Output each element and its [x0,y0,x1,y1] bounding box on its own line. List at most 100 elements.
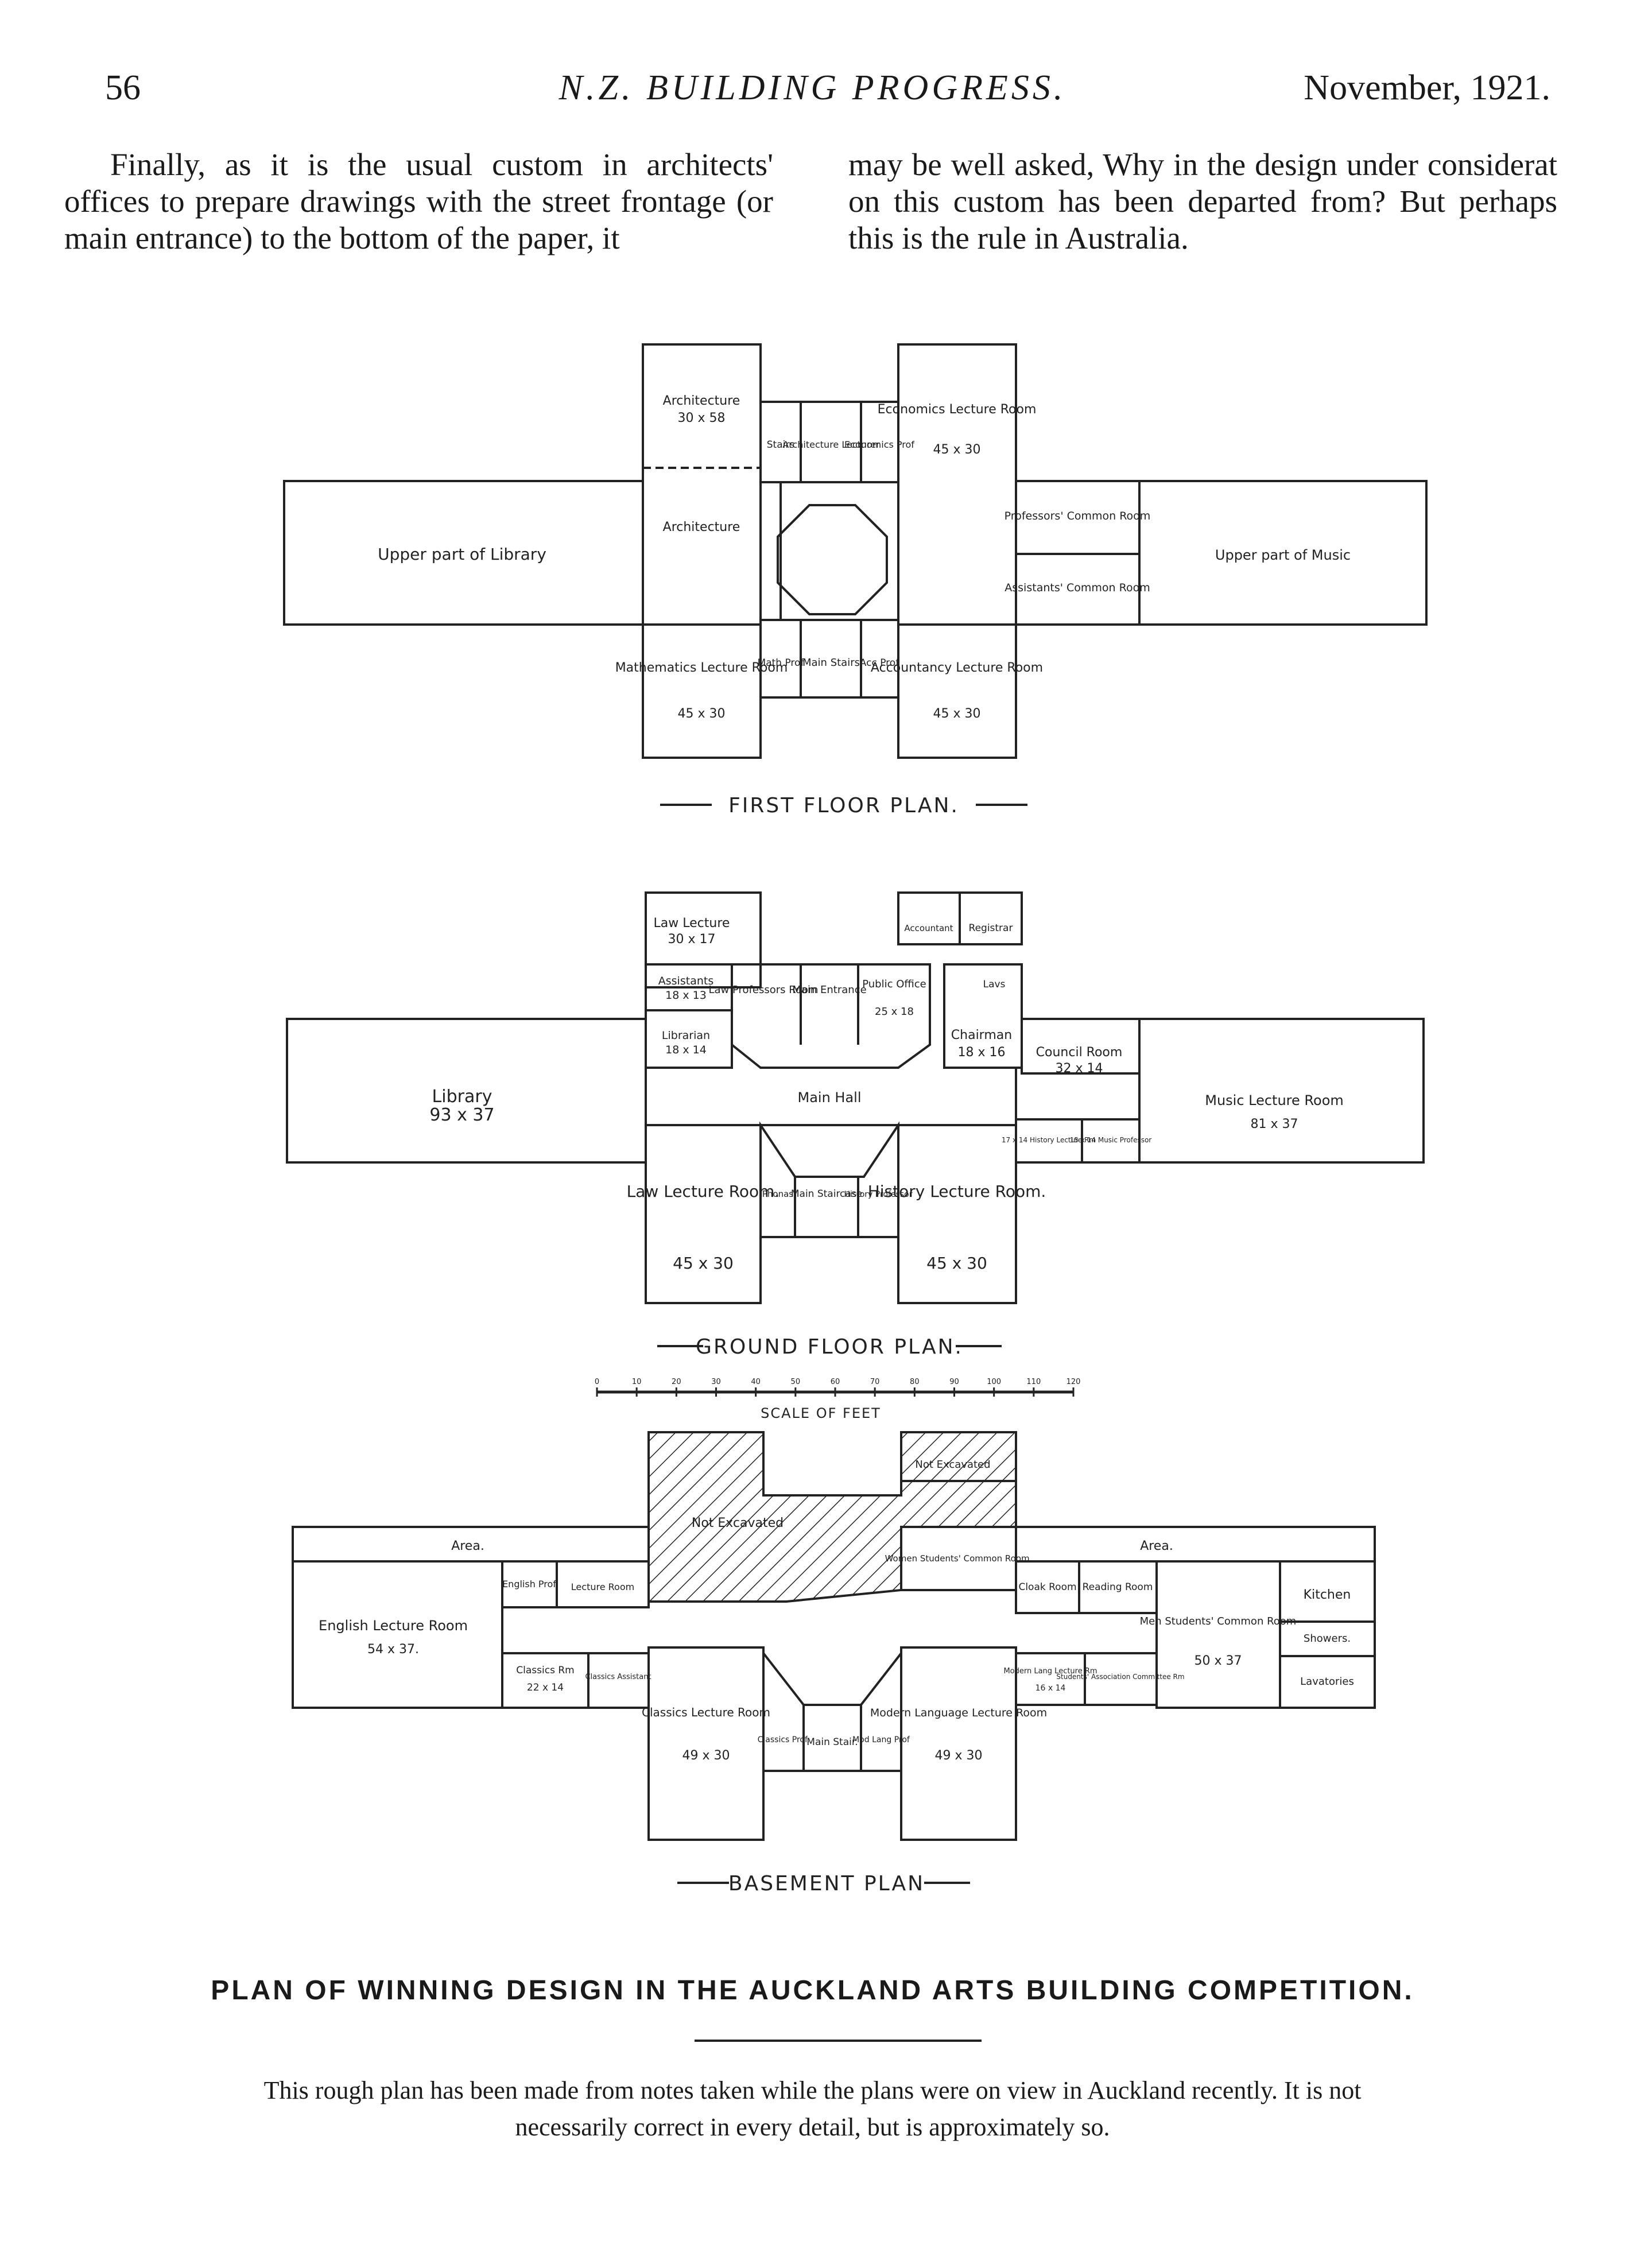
room-label: Classics Rm [516,1665,574,1676]
room-label: Students' Association Committee Rm [1056,1673,1184,1681]
body-text-right-column: may be well asked, Why in the design und… [848,147,1557,255]
scale-tick-label: 50 [791,1378,801,1386]
room-label: Women Students' Common Room. [885,1553,1033,1564]
room-size: 18 x 14 [665,1044,707,1056]
room-size: 32 x 14 [1056,1061,1103,1076]
room-size: 25 x 18 [875,1006,914,1018]
room-label: Public Office [862,978,926,990]
room-label: Lavs [983,979,1006,990]
scale-tick-label: 0 [595,1378,599,1386]
room-size: 45 x 30 [933,443,981,457]
issue-date: November, 1921. [1304,68,1550,107]
room-label: Cloak Room [1018,1581,1076,1593]
body-text-left-column: Finally, as it is the usual custom in ar… [64,147,773,255]
room-label: History Professor [844,1190,913,1199]
room-size: 45 x 30 [673,1254,734,1273]
room-label: Architecture [663,520,740,534]
ground-floor-plan: Law Lecture 30 x 17 Accountant Registrar… [286,891,1425,1359]
room-label: Economics Prof [844,439,914,450]
figure-note: This rough plan has been made from notes… [263,2076,1362,2141]
room-label: Economics Lecture Room [878,402,1037,417]
room-label: Area. [1140,1539,1173,1553]
basement-plan-title: BASEMENT PLAN [728,1872,925,1895]
room-size: 45 x 30 [926,1254,987,1273]
basement-plan: Not Excavated Not Excavated Area. Area. … [292,1431,1376,1895]
scale-tick-label: 90 [949,1378,959,1386]
room-size: 81 x 37 [1251,1117,1298,1131]
first-floor-plan: Architecture 30 x 58 Stairs Architecture… [283,343,1428,817]
room-label: Library [432,1087,492,1107]
room-label: Upper part of Library [378,545,546,564]
room-size: 16 x 14 [1035,1684,1066,1693]
room-label: English Prof [502,1579,556,1589]
room-label: History Lecture Room. [868,1182,1046,1201]
room-label: Assistants [658,975,713,987]
room-label: Mathematics Lecture Room [615,661,788,675]
room-label: Upper part of Music [1215,547,1351,563]
ground-floor-plan-title: GROUND FLOOR PLAN. [696,1335,963,1359]
room-label: Men Students' Common Room [1140,1615,1297,1627]
room-label: Main Entrance [792,984,866,996]
scale-tick-label: 20 [672,1378,681,1386]
room-size: 50 x 37 [1194,1654,1242,1668]
room-label: Registrar [969,922,1013,934]
room-label: Stairs [767,439,795,451]
room-size: 45 x 30 [933,707,981,721]
scale-tick-label: 30 [711,1378,721,1386]
room-label: Architecture [663,394,740,408]
room-label: Main Staircase [791,1188,862,1200]
room-label: Librarian [662,1029,710,1042]
room-label: Accountant [904,923,953,933]
room-size: 49 x 30 [935,1749,983,1763]
room-label: Architecture Lecturer [782,439,880,450]
page-number: 56 [105,68,141,107]
first-floor-plan-title: FIRST FLOOR PLAN. [728,794,959,817]
room-label: Assistants' Common Room [1005,581,1150,594]
room-label: Accountancy Lecture Room [871,661,1043,675]
publication-title: N.Z. BUILDING PROGRESS. [559,68,1066,107]
room-label: Chairman [951,1028,1012,1042]
scale-tick-label: 100 [987,1378,1001,1386]
room-size: 22 x 14 [527,1682,564,1693]
scale-tick-label: 40 [751,1378,761,1386]
room-label: Not Excavated [915,1459,990,1471]
floor-plans-figure: Architecture 30 x 58 Stairs Architecture… [283,343,1428,1895]
scale-label: SCALE OF FEET [761,1405,881,1421]
room-label: Phonas [762,1189,793,1199]
room-label: Lecture Room [571,1581,634,1592]
room-label: Music Lecture Room [1205,1092,1344,1108]
room-size: 49 x 30 [682,1749,730,1763]
room-label: Law Lecture Room. [627,1182,780,1201]
room-label: Classics Prof. [758,1735,810,1744]
room-label: Showers. [1304,1633,1351,1645]
room-size: 30 x 17 [668,932,716,947]
room-label: Math Prof [758,657,805,669]
scale-tick-label: 10 [632,1378,642,1386]
room-label: Professors' Common Room [1005,510,1151,522]
room-label: Law Lecture [654,916,730,931]
room-label: 17 x 14 History Lecture Rm [1002,1136,1096,1144]
room-label: 15 x 14 Music Professor [1070,1136,1152,1144]
room-label: Classics Assistant [585,1673,651,1681]
room-label: Not Excavated [692,1516,784,1530]
room-size: 18 x 16 [958,1045,1006,1060]
scale-tick-label: 80 [910,1378,920,1386]
room-label: Council Room [1036,1045,1123,1060]
room-label: Lavatories [1300,1676,1354,1688]
room-label: English Lecture Room [319,1618,468,1634]
room-size: 30 x 58 [678,411,726,425]
room-label: Law Professors Room [709,984,819,996]
room-label: Acc Prof [860,657,899,669]
room-label: Main Stair. [806,1736,858,1748]
room-label: Main Hall [797,1090,861,1106]
caption-rule [695,2040,982,2042]
room-label: Mod Lang Prof [852,1735,910,1744]
room-size: 45 x 30 [678,707,726,721]
room-label: Classics Lecture Room [642,1705,770,1719]
room-label: Area. [451,1539,484,1553]
room-label: Reading Room [1083,1581,1153,1593]
scale-tick-label: 110 [1026,1378,1041,1386]
scale-tick-label: 60 [831,1378,840,1386]
room-size: 54 x 37. [367,1642,419,1657]
